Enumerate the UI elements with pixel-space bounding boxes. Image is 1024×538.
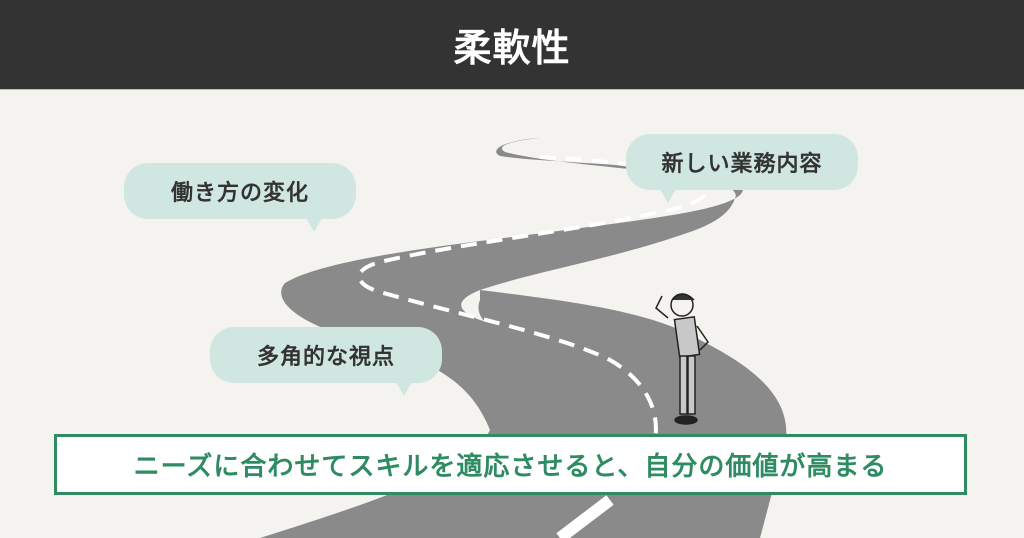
bubble-label: 新しい業務内容 — [661, 152, 823, 177]
bubble-label: 働き方の変化 — [170, 181, 309, 206]
header-bar: 柔軟性 — [0, 0, 1024, 90]
summary-text: ニーズに合わせてスキルを適応させると、自分の価値が高まる — [133, 452, 888, 482]
summary-box: ニーズに合わせてスキルを適応させると、自分の価値が高まる — [54, 434, 967, 495]
bubble-label: 多角的な視点 — [256, 345, 395, 370]
page-title: 柔軟性 — [453, 26, 571, 70]
bubble-tail-icon — [660, 189, 676, 203]
speech-bubble-work-style-change: 働き方の変化 — [124, 163, 356, 219]
speech-bubble-new-job-content: 新しい業務内容 — [626, 134, 858, 190]
bubble-tail-icon — [396, 382, 412, 396]
speech-bubble-multi-perspective: 多角的な視点 — [210, 327, 442, 383]
person-scratching-head-icon — [655, 293, 709, 425]
bubble-tail-icon — [306, 218, 322, 232]
